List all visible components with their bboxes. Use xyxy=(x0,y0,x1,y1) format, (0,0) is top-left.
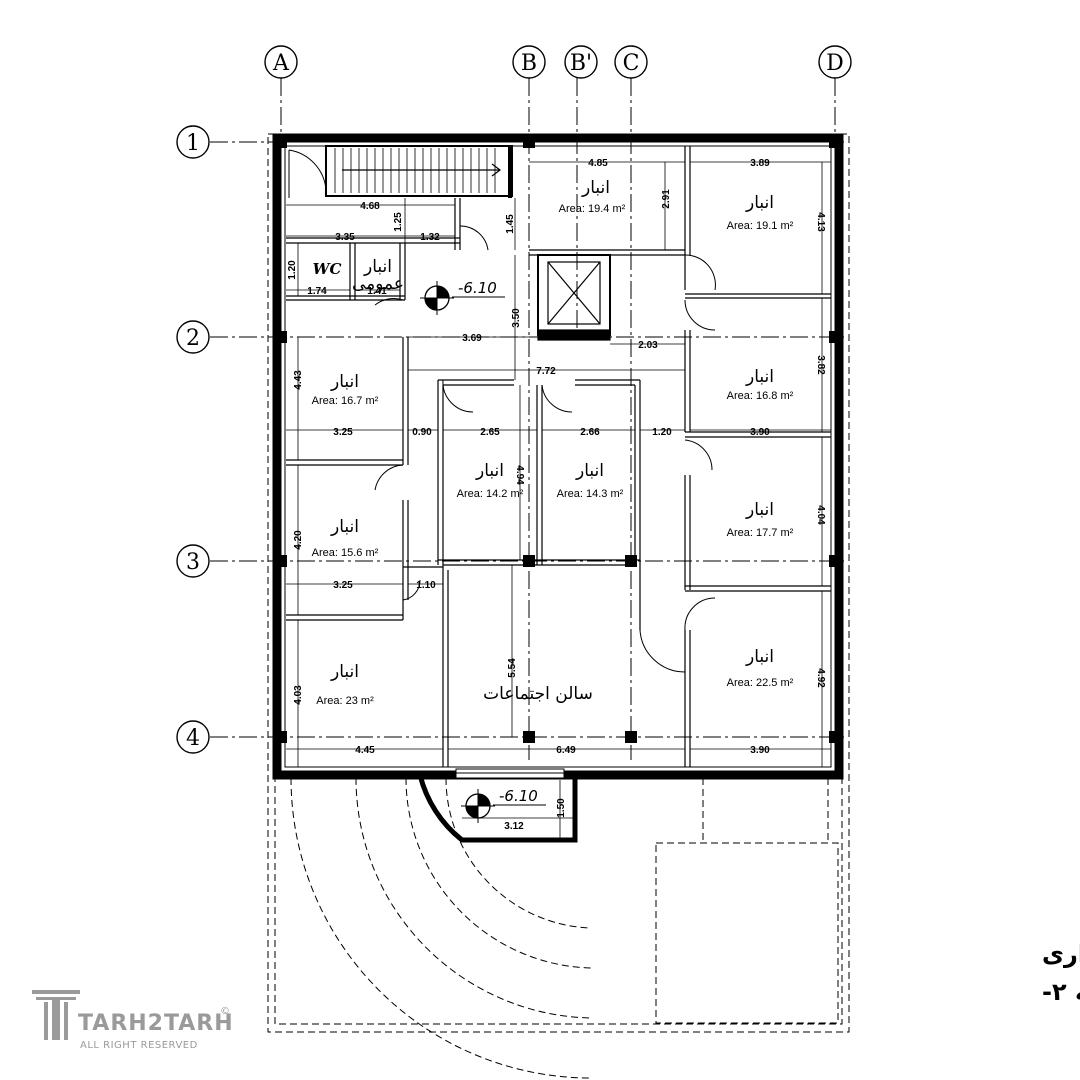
dimension-label: 1.20 xyxy=(287,260,298,280)
dimension-label: 3.82 xyxy=(815,355,826,375)
grid-label-c: C xyxy=(623,51,640,76)
dimension-labels: 4.85 3.89 2.91 4.13 4.68 1.25 1.45 3.35 … xyxy=(287,158,826,832)
grid-label-4: 4 xyxy=(186,726,200,751)
dimension-label: 0.90 xyxy=(412,427,432,438)
room-area: Area: 19.4 m² xyxy=(559,203,626,215)
room-area: Area: 16.8 m² xyxy=(727,390,794,402)
meeting-hall-label: سالن اجتماعات xyxy=(483,684,593,704)
room-area: Area: 15.6 m² xyxy=(312,547,379,559)
grid-label-d: D xyxy=(826,51,844,76)
door-swings xyxy=(374,225,716,673)
public-storage-label: انبار xyxy=(363,257,392,277)
dimension-label: 2.65 xyxy=(480,427,500,438)
level-value: -6.10 xyxy=(458,279,497,297)
title-line-2: طبقه ۲- xyxy=(1042,978,1080,1006)
dimension-label: 3.25 xyxy=(333,427,353,438)
public-storage-label-2: عمومی xyxy=(352,274,404,294)
dimension-label: 2.03 xyxy=(638,340,658,351)
dimension-label: 7.72 xyxy=(536,366,556,377)
logo-copyright: © xyxy=(220,1006,230,1017)
room-name: انبار xyxy=(745,367,774,387)
room-area: Area: 14.2 m² xyxy=(457,488,524,500)
grid-label-3: 3 xyxy=(186,550,200,575)
brand-logo: TARH2TARH ALL RIGHT RESERVED © xyxy=(32,990,234,1051)
dimension-label: 3.12 xyxy=(504,821,524,832)
level-marker: -6.10 xyxy=(461,787,546,823)
grid-label-b: B xyxy=(521,51,537,76)
dimension-label: 4.85 xyxy=(588,158,608,169)
room-name: انبار xyxy=(330,372,359,392)
wc-label: WC xyxy=(313,260,342,278)
logo-name: TARH2TARH xyxy=(78,1011,234,1036)
grid-label-2: 2 xyxy=(186,326,200,351)
dimension-label: 4.13 xyxy=(815,212,826,232)
level-markers: -6.10 -6.10 xyxy=(420,279,546,823)
logo-mark xyxy=(32,990,80,1040)
dimension-label: 5.54 xyxy=(507,658,518,678)
title-line-1: پلان اندازه گذاری xyxy=(1042,940,1080,968)
room-name: انبار xyxy=(745,500,774,520)
dimension-lines xyxy=(286,161,831,840)
room-area: Area: 19.1 m² xyxy=(727,220,794,232)
dimension-label: 4.68 xyxy=(360,201,380,212)
dimension-label: 6.49 xyxy=(556,745,576,756)
dimension-label: 4.94 xyxy=(514,465,525,485)
dimension-label: 1.20 xyxy=(652,427,672,438)
room-area: Area: 22.5 m² xyxy=(727,677,794,689)
dimension-label: 1.74 xyxy=(307,286,327,297)
dimension-label: 2.91 xyxy=(661,189,672,209)
level-marker: -6.10 xyxy=(420,279,505,315)
logo-rights: ALL RIGHT RESERVED xyxy=(80,1040,198,1051)
dimension-label: 1.50 xyxy=(556,798,567,818)
dimension-label: 4.92 xyxy=(815,668,826,688)
dimension-label: 3.90 xyxy=(750,427,770,438)
dimension-label: 4.45 xyxy=(355,745,375,756)
room-name: انبار xyxy=(330,662,359,682)
drawing-title: پلان اندازه گذاری طبقه ۲- xyxy=(1042,940,1080,1006)
room-name: انبار xyxy=(330,517,359,537)
room-name: انبار xyxy=(581,178,610,198)
interior-walls xyxy=(286,145,831,767)
room-name: انبار xyxy=(745,193,774,213)
dimension-label: 4.43 xyxy=(293,370,304,390)
dimension-label: 1.25 xyxy=(393,212,404,232)
room-labels: انبار Area: 19.4 m² انبار Area: 19.1 m² … xyxy=(312,178,794,707)
room-name: انبار xyxy=(745,647,774,667)
dimension-label: 2.66 xyxy=(580,427,600,438)
room-area: Area: 17.7 m² xyxy=(727,527,794,539)
grid-label-b-prime: B' xyxy=(570,51,592,76)
grid-label-1: 1 xyxy=(186,131,200,156)
dimension-label: 1.45 xyxy=(505,214,516,234)
entrance-bay xyxy=(417,768,578,843)
dimension-label: 3.69 xyxy=(462,333,482,344)
grid-label-a: A xyxy=(272,51,290,76)
grid-bubbles xyxy=(176,45,852,754)
room-name: انبار xyxy=(475,461,504,481)
dimension-label: 3.50 xyxy=(511,308,522,328)
room-area: Area: 23 m² xyxy=(316,695,374,707)
dimension-label: 1.32 xyxy=(420,232,440,243)
dimension-label: 1.41 xyxy=(367,286,387,297)
room-area: Area: 14.3 m² xyxy=(557,488,624,500)
level-value: -6.10 xyxy=(499,787,538,805)
dimension-label: 3.89 xyxy=(750,158,770,169)
structural-columns xyxy=(275,136,841,743)
dimension-label: 3.25 xyxy=(333,580,353,591)
dimension-label: 4.04 xyxy=(815,505,826,525)
room-name: انبار xyxy=(575,461,604,481)
dimension-label: 3.35 xyxy=(335,232,355,243)
dimension-label: 3.90 xyxy=(750,745,770,756)
dimension-label: 4.20 xyxy=(293,530,304,550)
dimension-label: 1.10 xyxy=(416,580,436,591)
room-area: Area: 16.7 m² xyxy=(312,395,379,407)
dimension-label: 4.03 xyxy=(293,685,304,705)
